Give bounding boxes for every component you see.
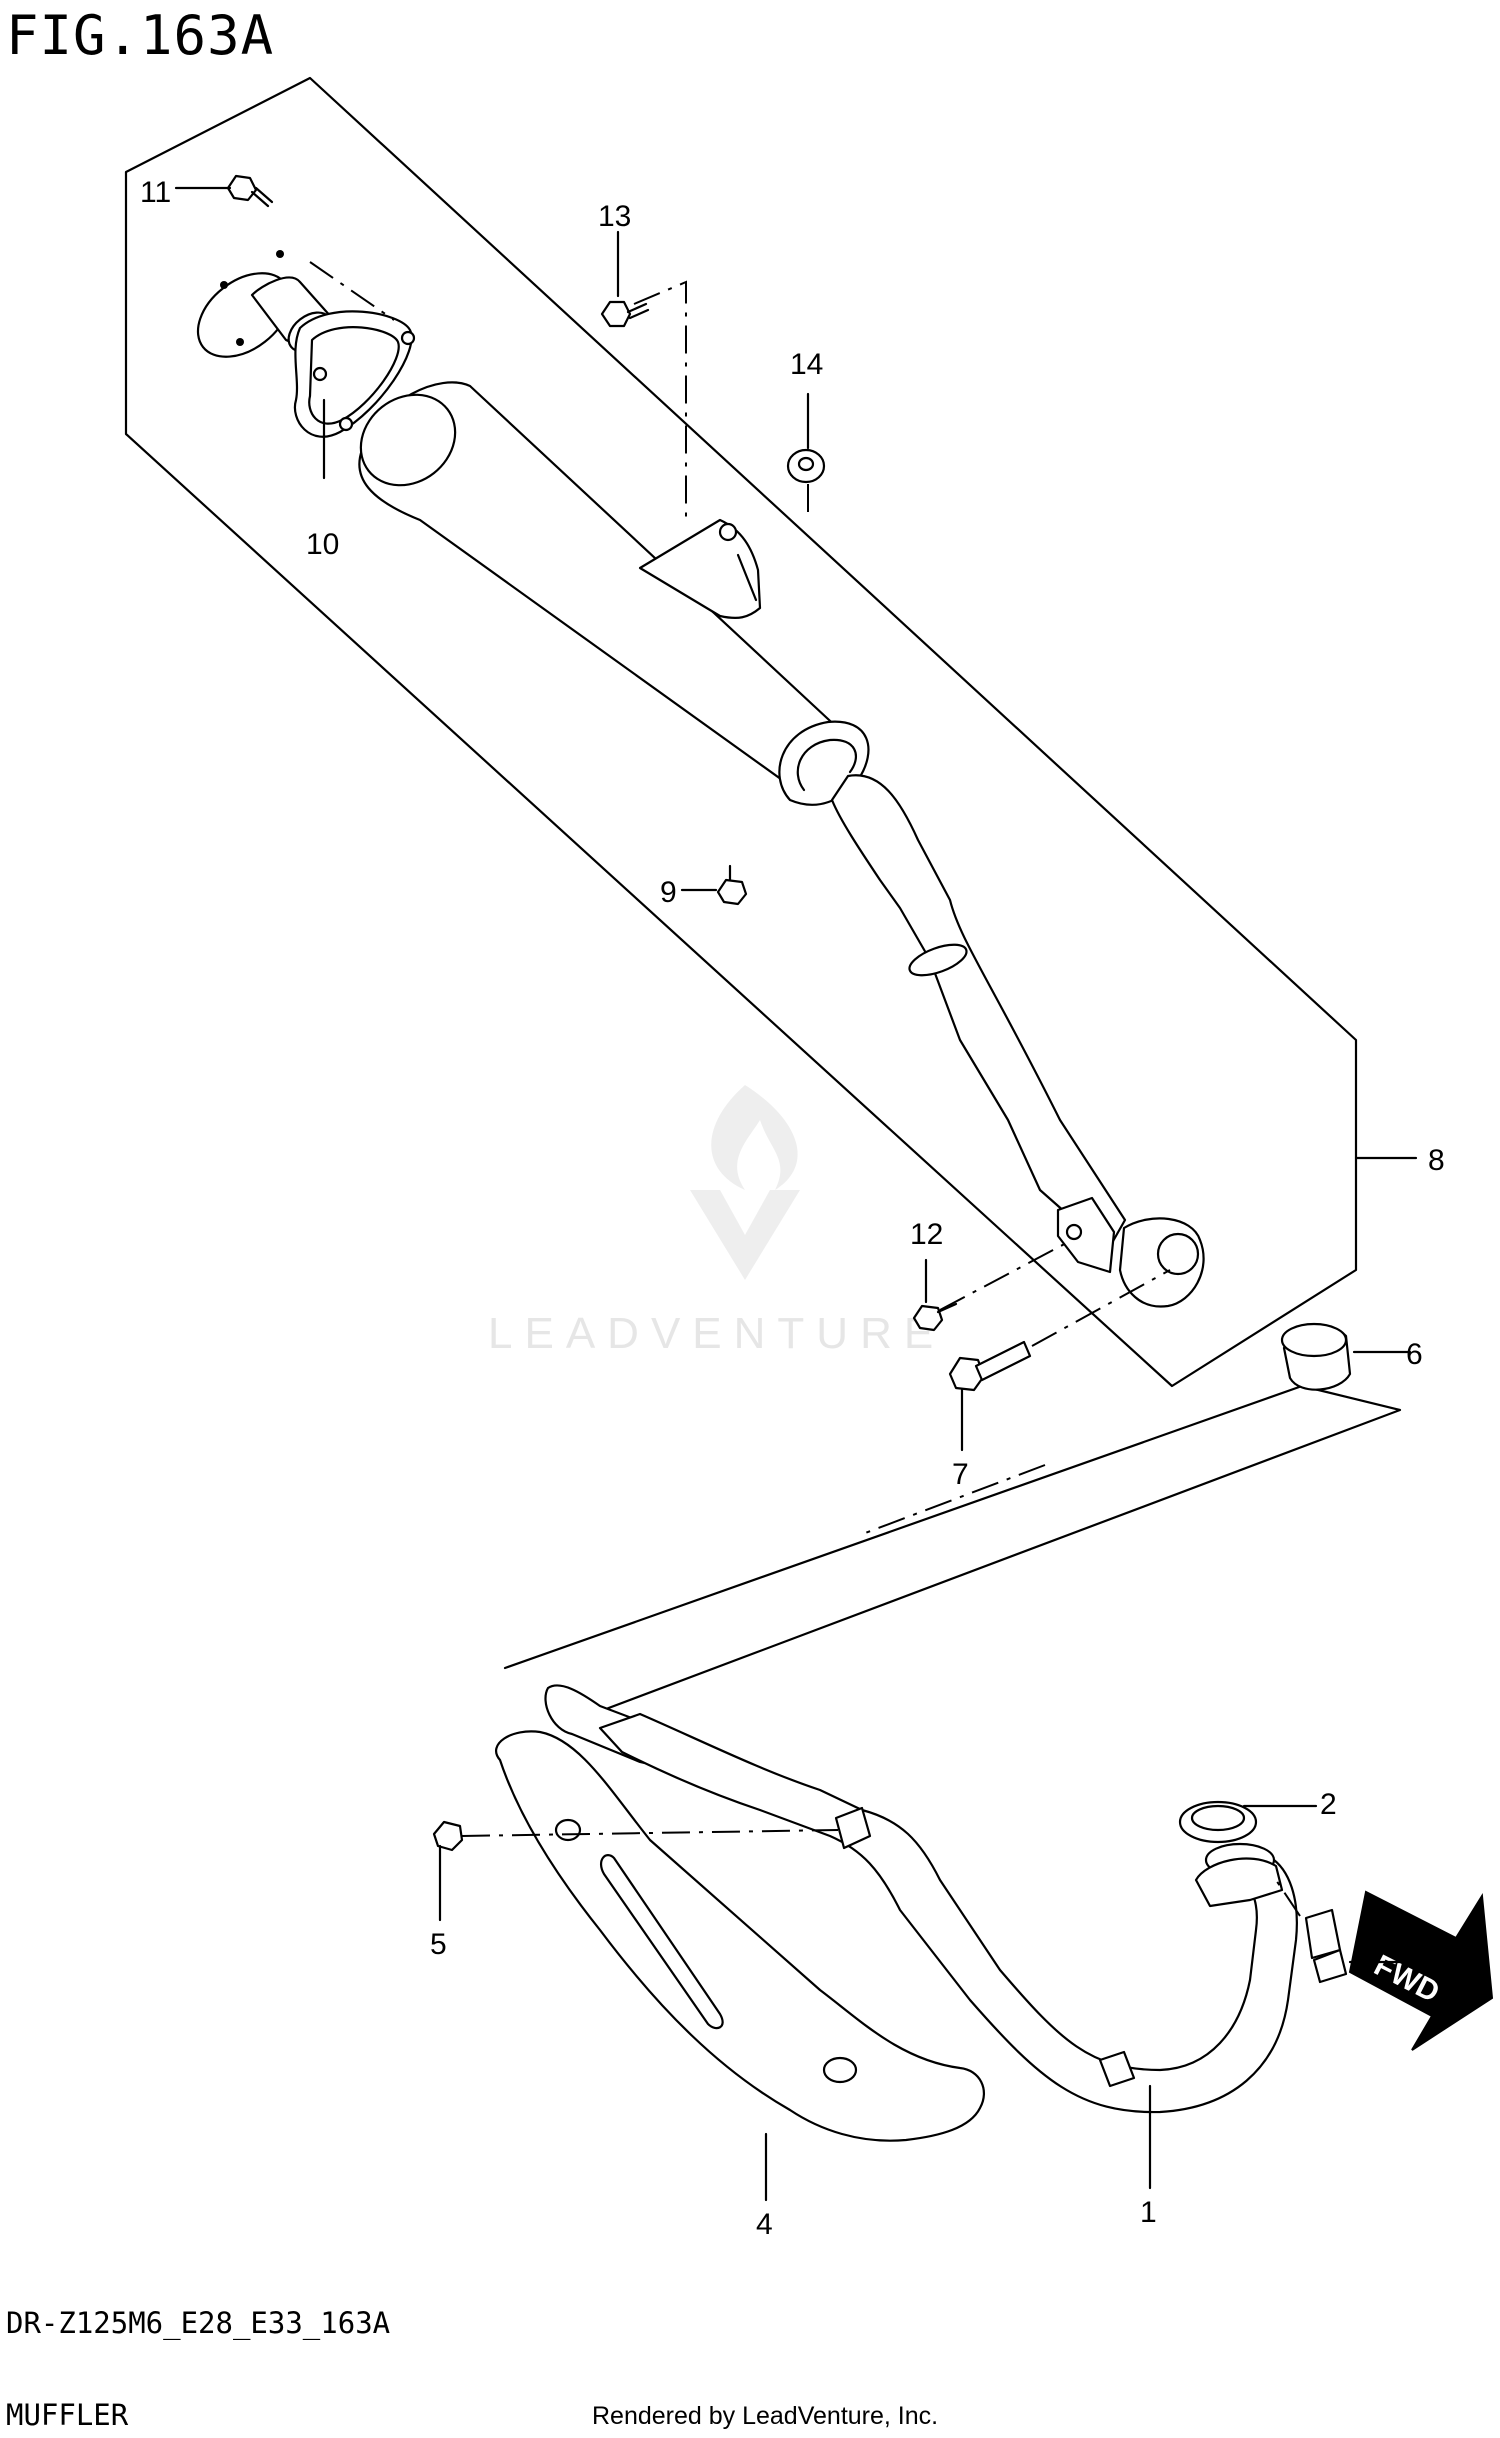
muffler-assembly-boundary — [124, 76, 1358, 1388]
leader-lines — [174, 186, 1420, 2202]
bolt-13 — [600, 300, 650, 328]
pipe-assembly-boundary — [503, 1384, 1402, 1714]
callout-8: 8 — [1428, 1144, 1445, 1177]
figure-code: DR-Z125M6_E28_E33_163A — [6, 2306, 391, 2340]
muffler — [196, 250, 1205, 1308]
callout-9: 9 — [660, 876, 677, 909]
callout-12: 12 — [910, 1218, 943, 1251]
callout-11: 11 — [140, 176, 171, 209]
exhaust-pipe — [544, 1684, 1298, 2114]
callout-3: 3 — [1420, 1946, 1437, 1979]
cushion-6 — [1280, 1322, 1352, 1391]
gasket-2 — [1178, 1800, 1258, 1844]
bolt-3 — [1304, 1908, 1348, 1984]
callout-4: 4 — [756, 2208, 773, 2241]
callout-labels: 11 10 13 14 9 8 12 6 7 2 3 5 4 1 — [140, 176, 1445, 2241]
bolt-12 — [912, 1302, 958, 1332]
leadventure-watermark: LEADVENTURE — [488, 1085, 945, 1358]
bolt-7 — [948, 1340, 1032, 1392]
callout-2: 2 — [1320, 1788, 1337, 1821]
bolt-5 — [432, 1820, 464, 1852]
callout-7: 7 — [952, 1458, 969, 1491]
bolt-11 — [226, 174, 274, 208]
callout-10: 10 — [306, 528, 339, 561]
render-credit: Rendered by LeadVenture, Inc. — [592, 2402, 939, 2430]
callout-14: 14 — [790, 348, 823, 381]
callout-6: 6 — [1406, 1338, 1423, 1371]
nut-14 — [786, 448, 826, 484]
callout-5: 5 — [430, 1928, 447, 1961]
watermark-text: LEADVENTURE — [488, 1309, 945, 1358]
callout-1: 1 — [1140, 2196, 1157, 2229]
figure-title: FIG.163A — [6, 4, 275, 67]
bolt-9 — [716, 864, 748, 906]
figure-name: MUFFLER — [6, 2398, 129, 2432]
callout-13: 13 — [598, 200, 631, 233]
